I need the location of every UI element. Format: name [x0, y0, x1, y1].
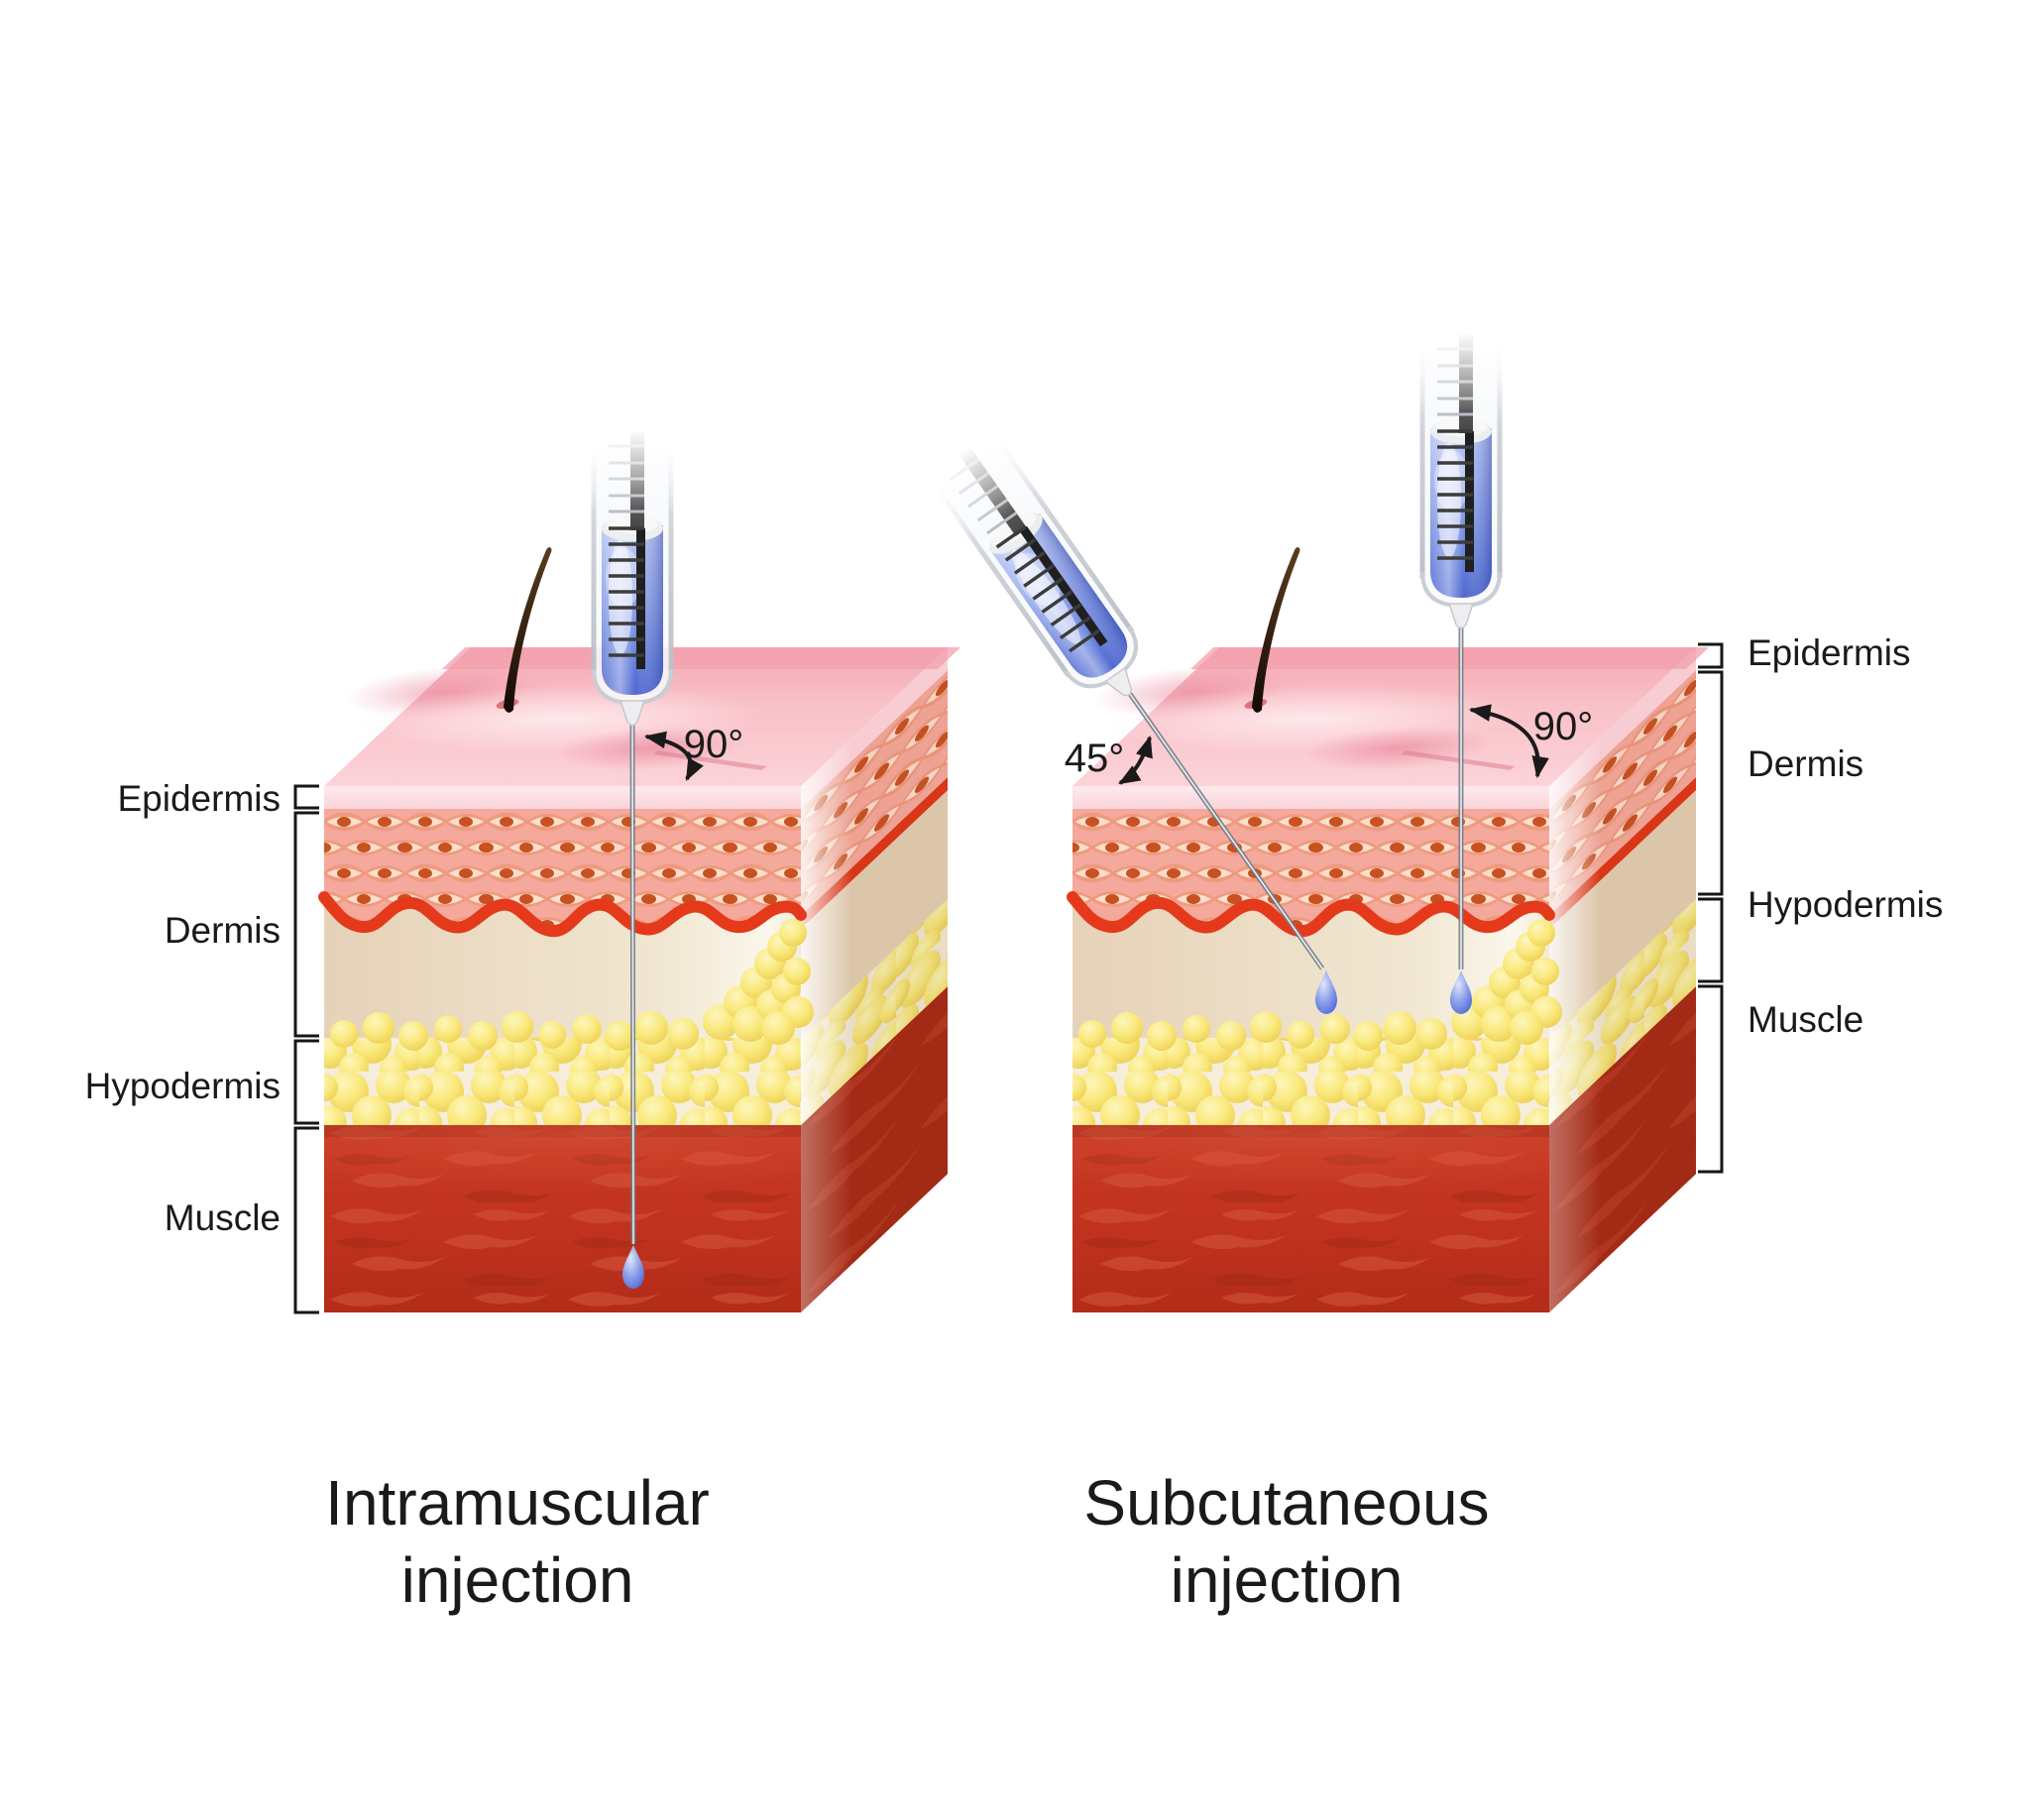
caption-right-line1: Subcutaneous: [1083, 1467, 1489, 1538]
layer-label-epidermis-right: Epidermis: [1748, 632, 1911, 673]
layer-label-dermis-left: Dermis: [165, 910, 281, 951]
caption-left-line1: Intramuscular: [325, 1467, 710, 1538]
caption-right-line2: injection: [1171, 1544, 1404, 1616]
layer-label-epidermis-left: Epidermis: [118, 778, 282, 819]
angle-arc-left: [643, 731, 704, 781]
syringe-90-right: [1417, 330, 1505, 628]
needle-left: [629, 723, 636, 1245]
bracket-left: [293, 784, 319, 1314]
needle-45: [1127, 692, 1325, 970]
panel-subcutaneous: 45° 90° Epidermis Dermis Hypodermis Musc…: [923, 330, 1943, 1616]
angle-label-45: 45°: [1065, 737, 1125, 780]
angle-label-90-right: 90°: [1533, 705, 1594, 748]
layer-label-muscle-right: Muscle: [1748, 999, 1863, 1040]
bracket-right: [1698, 642, 1724, 1174]
layer-label-hypodermis-right: Hypodermis: [1748, 884, 1943, 925]
syringe-90-left: [589, 427, 676, 726]
caption-left-line2: injection: [401, 1544, 634, 1616]
layer-label-dermis-right: Dermis: [1748, 743, 1863, 784]
layer-label-hypodermis-left: Hypodermis: [85, 1066, 281, 1106]
angle-label-left: 90°: [684, 723, 744, 766]
angle-arc-90-right: [1468, 704, 1549, 779]
layer-label-muscle-left: Muscle: [165, 1197, 281, 1238]
angle-arc-45: [1118, 735, 1153, 785]
syringe-45: [923, 425, 1165, 720]
panel-intramuscular: 90° Epidermis Dermis Hypodermis Muscle I…: [85, 427, 961, 1616]
